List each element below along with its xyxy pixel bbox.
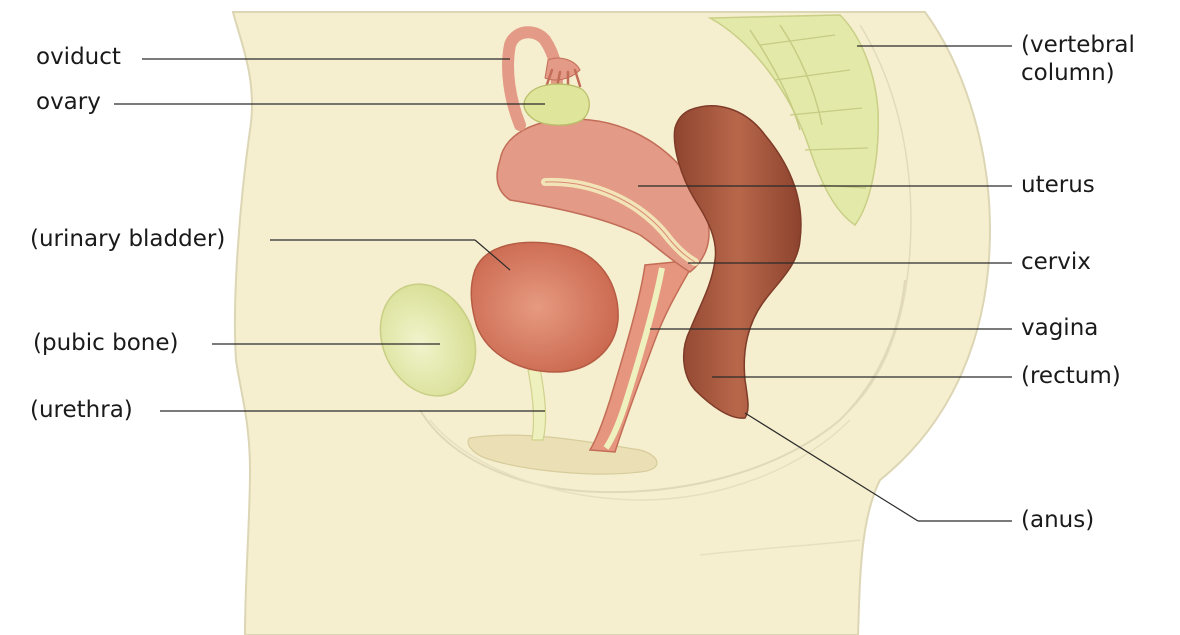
label-urinary-bladder: (urinary bladder) [30,226,226,252]
label-vagina: vagina [1021,315,1099,341]
leader-urinary-bladder-b [474,239,511,271]
pubic-bone [379,283,477,397]
vulva [467,434,658,475]
label-oviduct: oviduct [36,44,121,70]
urinary-bladder [470,241,619,373]
label-pubic-bone: (pubic bone) [33,330,179,356]
label-anus: (anus) [1021,507,1095,533]
buttock-contour [699,539,861,556]
label-uterus: uterus [1021,172,1095,198]
label-urethra: (urethra) [30,397,133,423]
oviduct [502,26,582,131]
vertebral-column [707,14,880,227]
urethra-tube [527,367,547,441]
label-cervix: cervix [1021,249,1091,275]
label-vertebral-column: (vertebral column) [1021,32,1135,86]
vagina-lining [603,267,665,450]
label-ovary: ovary [36,89,101,115]
pelvic-cavity-contour [429,419,851,501]
back-contour [849,24,912,411]
leader-anus-a [744,412,919,522]
uterus-body [496,118,710,273]
ovary [523,83,590,126]
label-rectum: (rectum) [1021,363,1121,389]
rectum [673,105,802,419]
pelvic-floor-contour [419,279,906,494]
